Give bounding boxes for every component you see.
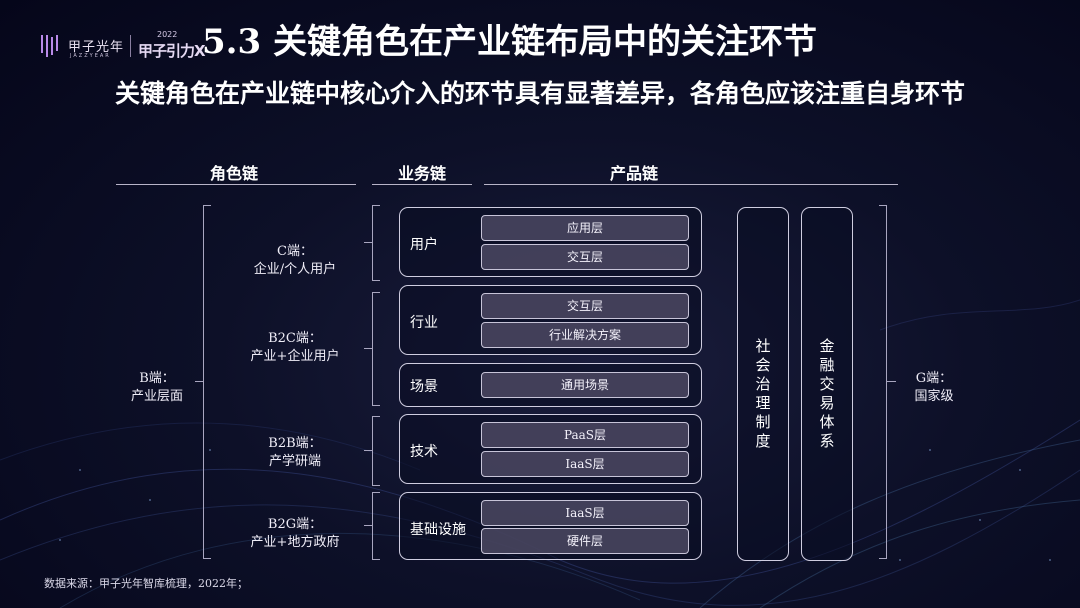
- governance-box: 社会治理制度: [737, 207, 789, 561]
- role-b-title: B端：: [139, 371, 175, 386]
- role-b-desc: 产业层面: [130, 389, 183, 404]
- role-b2b-title: B2B端：: [268, 436, 322, 451]
- finance-box: 金融交易体系: [801, 207, 853, 561]
- c-bracket-tick: [364, 242, 373, 243]
- b2c-bracket: [372, 292, 380, 406]
- layer-pill: IaaS层: [481, 500, 689, 526]
- b2g-bracket-tick: [364, 525, 373, 526]
- finance-text: 金融交易体系: [819, 337, 835, 450]
- logo-divider: [130, 35, 131, 57]
- group-technology: 技术 PaaS层 IaaS层: [399, 414, 702, 484]
- logo-name: 甲子光年: [68, 40, 125, 55]
- b2b-bracket: [372, 416, 380, 486]
- page-subtitle: 关键角色在产业链中核心介入的环节具有显著差异，各角色应该注重自身环节: [114, 79, 965, 108]
- page-title: 5.3 关键角色在产业链布局中的关注环节: [202, 22, 817, 62]
- group-scenario-label: 场景: [410, 379, 438, 395]
- logo-year: 2022: [157, 30, 178, 39]
- header-role-chain: 角色链: [209, 164, 258, 183]
- role-b: B端： 产业层面: [97, 370, 217, 406]
- role-g: G端： 国家级: [874, 370, 994, 406]
- header-business-underline: [372, 184, 472, 185]
- group-industry: 行业 交互层 行业解决方案: [399, 285, 702, 355]
- layer-pill: 通用场景: [481, 372, 689, 398]
- b-side-bracket: [203, 205, 211, 559]
- layer-pill: IaaS层: [481, 451, 689, 477]
- logo-icon: [41, 35, 58, 57]
- group-user-label: 用户: [410, 237, 438, 253]
- g-side-bracket-tick: [887, 381, 896, 382]
- governance-text: 社会治理制度: [755, 337, 771, 450]
- logo-brand: 甲子引力X: [138, 42, 206, 60]
- group-technology-label: 技术: [410, 444, 438, 460]
- c-bracket: [372, 205, 380, 281]
- group-scenario: 场景 通用场景: [399, 363, 702, 407]
- layer-pill: 交互层: [481, 293, 689, 319]
- layer-pill: 硬件层: [481, 528, 689, 554]
- b-side-bracket-tick: [195, 381, 204, 382]
- logo-en: JAZZYEAR: [70, 53, 111, 59]
- layer-pill: 交互层: [481, 244, 689, 270]
- header-business-chain: 业务链: [397, 164, 446, 183]
- role-c-desc: 企业/个人用户: [253, 262, 337, 277]
- role-b2b-desc: 产学研端: [268, 454, 321, 469]
- role-c-title: C端：: [277, 244, 313, 259]
- layer-pill: 应用层: [481, 215, 689, 241]
- role-b2g-title: B2G端：: [267, 517, 323, 532]
- header-product-underline: [484, 184, 898, 185]
- header-role-underline: [116, 184, 356, 185]
- role-b2c: B2C端： 产业+企业用户: [235, 330, 355, 366]
- role-b2b: B2B端： 产学研端: [235, 435, 355, 471]
- role-b2g-desc: 产业+地方政府: [250, 535, 340, 550]
- role-g-desc: 国家级: [914, 389, 954, 404]
- group-infrastructure: 基础设施 IaaS层 硬件层: [399, 492, 702, 560]
- data-source: 数据来源：甲子光年智库梳理，2022年；: [44, 577, 248, 590]
- role-g-title: G端：: [915, 371, 953, 386]
- role-c: C端： 企业/个人用户: [235, 243, 355, 279]
- b2b-bracket-tick: [364, 450, 373, 451]
- role-b2g: B2G端： 产业+地方政府: [235, 516, 355, 552]
- header-product-chain: 产品链: [609, 164, 658, 183]
- group-infrastructure-label: 基础设施: [410, 522, 466, 538]
- role-b2c-title: B2C端：: [268, 331, 322, 346]
- layer-pill: 行业解决方案: [481, 322, 689, 348]
- b2g-bracket: [372, 492, 380, 560]
- layer-pill: PaaS层: [481, 422, 689, 448]
- b2c-bracket-tick: [364, 348, 373, 349]
- group-industry-label: 行业: [410, 315, 438, 331]
- role-b2c-desc: 产业+企业用户: [250, 349, 340, 364]
- g-side-bracket: [879, 205, 887, 559]
- group-user: 用户 应用层 交互层: [399, 207, 702, 277]
